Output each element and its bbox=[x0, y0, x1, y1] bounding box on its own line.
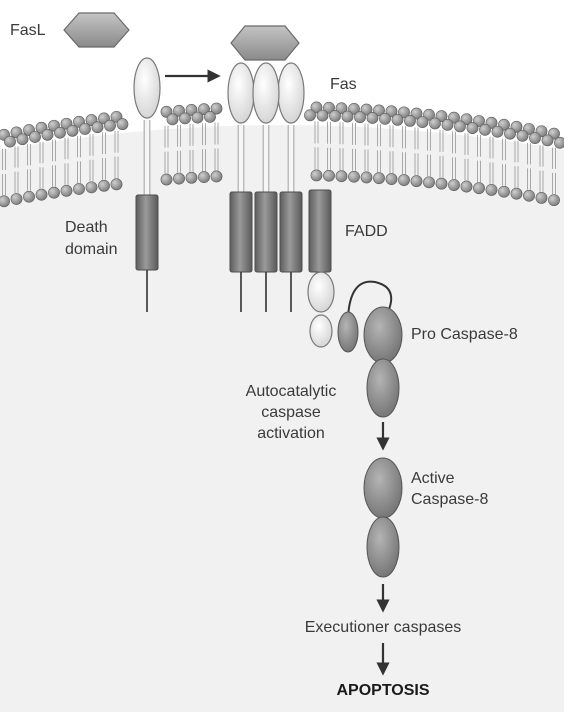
fasl-bound bbox=[231, 26, 299, 60]
apoptosis-label: APOPTOSIS bbox=[298, 680, 468, 701]
pro-caspase-8-label: Pro Caspase-8 bbox=[411, 324, 518, 345]
fasl-ligand bbox=[64, 13, 129, 47]
fadd-label: FADD bbox=[345, 221, 388, 242]
executioner-caspases-label: Executioner caspases bbox=[268, 617, 498, 638]
autocatalytic-label-1: Autocatalytic bbox=[226, 381, 356, 402]
death-domain-label-2: domain bbox=[65, 239, 117, 260]
active-caspase-label-1: Active bbox=[411, 468, 455, 489]
fadd-adaptor bbox=[308, 190, 334, 347]
autocatalytic-label-3: activation bbox=[226, 423, 356, 444]
fasl-label: FasL bbox=[10, 20, 46, 41]
fas-label: Fas bbox=[330, 74, 357, 95]
active-caspase-label-2: Caspase-8 bbox=[411, 489, 488, 510]
autocatalytic-label-2: caspase bbox=[226, 402, 356, 423]
death-domain-label-1: Death bbox=[65, 217, 108, 238]
